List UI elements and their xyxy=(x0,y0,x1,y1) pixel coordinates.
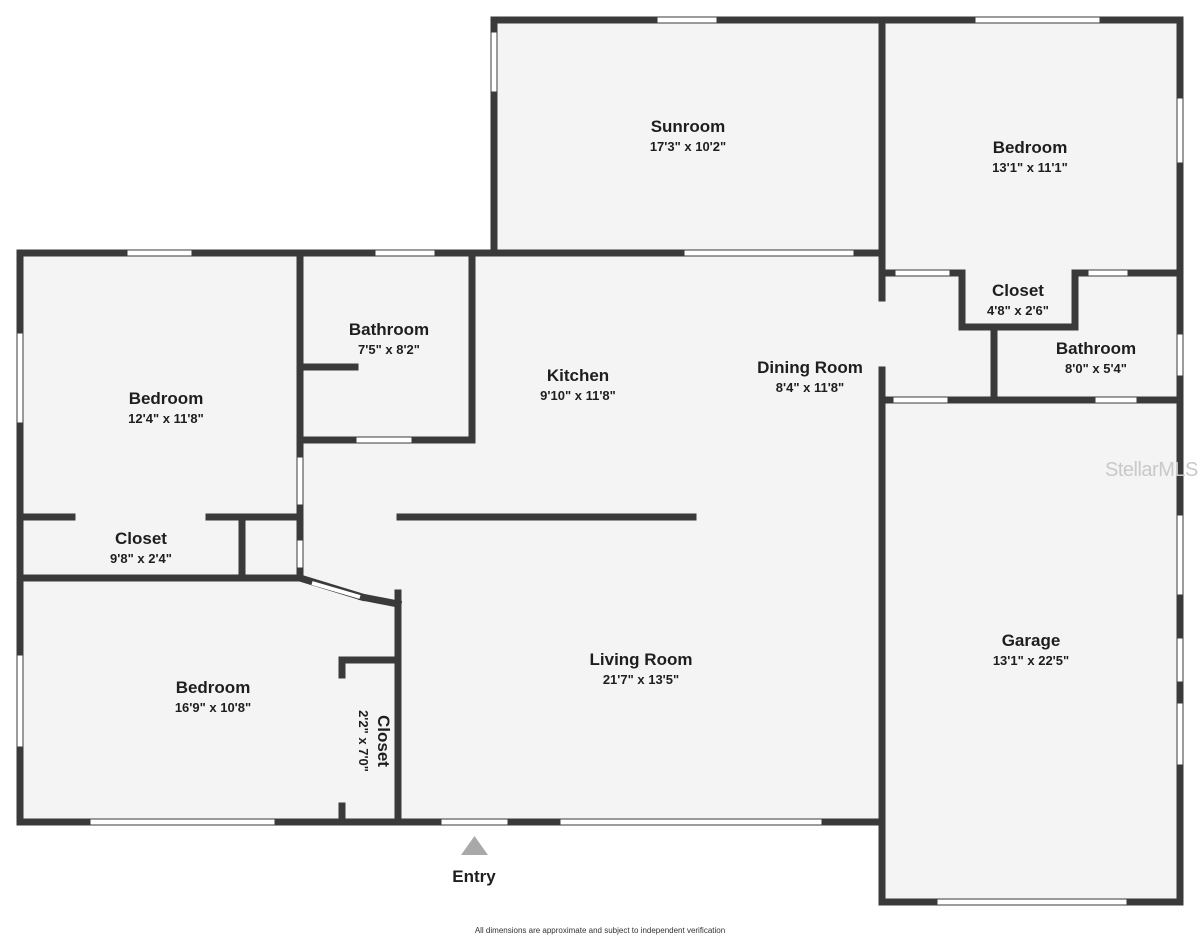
room-kitchen: Kitchen 9'10" x 11'8" xyxy=(540,366,616,403)
room-bathroom-east: Bathroom 8'0" x 5'4" xyxy=(1056,339,1136,376)
room-name: Bedroom xyxy=(176,678,251,697)
room-name: Garage xyxy=(1002,631,1061,650)
room-dimensions: 17'3" x 10'2" xyxy=(650,139,726,154)
room-dining-room: Dining Room 8'4" x 11'8" xyxy=(757,358,863,395)
room-dimensions: 8'4" x 11'8" xyxy=(776,380,844,395)
room-name: Closet xyxy=(115,529,167,548)
room-living-room: Living Room 21'7" x 13'5" xyxy=(590,650,693,687)
room-name: Closet xyxy=(992,281,1044,300)
room-dimensions: 8'0" x 5'4" xyxy=(1065,361,1127,376)
room-labels: Sunroom 17'3" x 10'2" Bedroom 13'1" x 11… xyxy=(110,117,1136,772)
room-closet-west: Closet 9'8" x 2'4" xyxy=(110,529,172,566)
room-name: Dining Room xyxy=(757,358,863,377)
footnote: All dimensions are approximate and subje… xyxy=(475,926,725,935)
room-bedroom-nw: Bedroom 12'4" x 11'8" xyxy=(128,389,204,426)
room-garage: Garage 13'1" x 22'5" xyxy=(993,631,1069,668)
room-closet-sw: Closet 2'2" x 7'0" xyxy=(356,710,393,772)
room-sunroom: Sunroom 17'3" x 10'2" xyxy=(650,117,726,154)
room-name: Closet xyxy=(374,715,393,767)
room-name: Bathroom xyxy=(1056,339,1136,358)
room-name: Bedroom xyxy=(129,389,204,408)
room-dimensions: 9'8" x 2'4" xyxy=(110,551,172,566)
entry-label: Entry xyxy=(452,867,496,886)
room-name: Bedroom xyxy=(993,138,1068,157)
entry-arrow-icon xyxy=(461,836,488,855)
room-dimensions: 16'9" x 10'8" xyxy=(175,700,251,715)
room-name: Kitchen xyxy=(547,366,609,385)
room-dimensions: 9'10" x 11'8" xyxy=(540,388,616,403)
room-bedroom-sw: Bedroom 16'9" x 10'8" xyxy=(175,678,251,715)
floor-fill xyxy=(20,20,1180,903)
room-dimensions: 7'5" x 8'2" xyxy=(358,342,420,357)
room-bathroom-west: Bathroom 7'5" x 8'2" xyxy=(349,320,429,357)
diagonal-opening xyxy=(311,581,361,599)
room-name: Sunroom xyxy=(651,117,726,136)
room-dimensions: 13'1" x 22'5" xyxy=(993,653,1069,668)
room-dimensions: 2'2" x 7'0" xyxy=(356,710,371,772)
room-closet-ne: Closet 4'8" x 2'6" xyxy=(987,281,1049,318)
room-dimensions: 21'7" x 13'5" xyxy=(603,672,679,687)
room-dimensions: 12'4" x 11'8" xyxy=(128,411,204,426)
room-dimensions: 4'8" x 2'6" xyxy=(987,303,1049,318)
room-name: Bathroom xyxy=(349,320,429,339)
watermark: StellarMLS xyxy=(1105,459,1198,481)
room-dimensions: 13'1" x 11'1" xyxy=(992,160,1068,175)
windows-and-openings xyxy=(16,16,1184,906)
room-bedroom-ne: Bedroom 13'1" x 11'1" xyxy=(992,138,1068,175)
room-name: Living Room xyxy=(590,650,693,669)
